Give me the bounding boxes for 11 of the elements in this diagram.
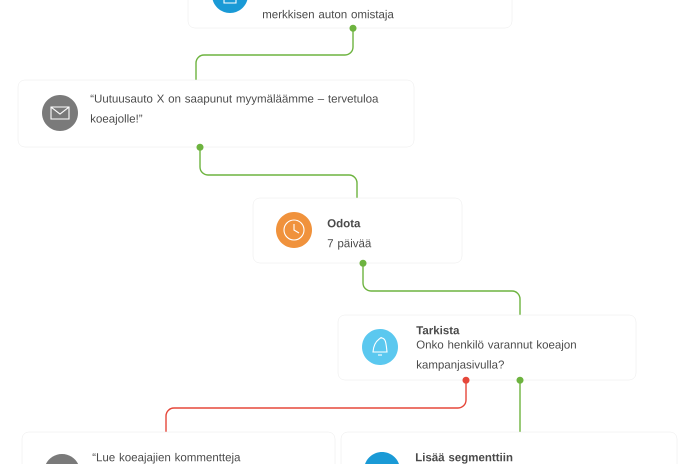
step-card: Lisää segmenttiin xyxy=(340,432,678,464)
connector xyxy=(196,144,358,198)
step-card: “Lue koeajajien kommentteja xyxy=(22,432,336,464)
connector xyxy=(516,376,524,432)
step-card: Odota 7 päivää xyxy=(252,198,462,264)
connector xyxy=(195,24,356,80)
connector xyxy=(360,260,521,315)
step-card: Tarkista Onko henkilö varannut koeajon kampanjasivulla? xyxy=(338,314,636,380)
step-card: merkkisen auton omistaja xyxy=(188,0,512,28)
connector xyxy=(165,376,470,432)
step-card: “Uutuusauto X on saapunut myymäläämme – tervetuloa koeajolle!” xyxy=(18,80,414,148)
